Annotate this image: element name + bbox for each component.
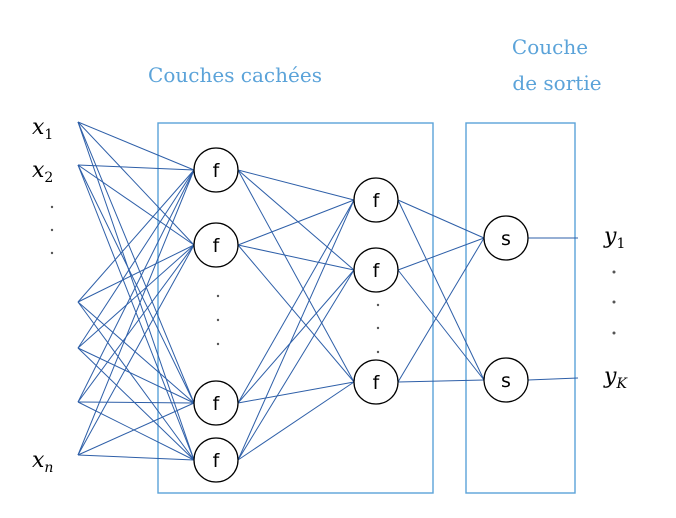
hidden-layers-box <box>157 122 434 494</box>
connection-edges <box>77 121 579 461</box>
output-node-2-label: s <box>501 370 511 392</box>
edge-hidden1-hidden2 <box>237 381 355 404</box>
edge-input-hidden1 <box>77 164 195 246</box>
hidden2-node-3-label: f <box>373 372 381 394</box>
hidden2-node-1-label: f <box>373 190 381 212</box>
edge-hidden2-output <box>397 237 485 271</box>
hidden1-node-2-circle <box>193 222 239 268</box>
output-node-1-circle <box>483 215 529 261</box>
edge-input-hidden1 <box>77 401 195 461</box>
edge-hidden1-hidden2 <box>237 269 355 461</box>
hidden-layers-title: Couches cachées <box>148 63 322 87</box>
edge-hidden1-hidden2 <box>237 169 355 271</box>
edge-hidden1-hidden2 <box>237 244 355 271</box>
output-node-1-label: s <box>501 228 511 250</box>
hidden1-node-2: f <box>193 222 239 268</box>
edge-input-hidden1 <box>77 169 195 349</box>
input-ellipsis-dot <box>50 228 54 232</box>
edge-hidden1-hidden2 <box>237 199 355 461</box>
edge-hidden1-hidden2 <box>237 169 355 383</box>
edge-input-hidden1 <box>77 401 195 404</box>
hidden1-node-4-label: f <box>213 450 221 472</box>
input-ellipsis-dot <box>50 251 54 255</box>
output-layer-title-line1: Couche <box>512 35 588 59</box>
hidden2-node-1: f <box>353 177 399 223</box>
output-ellipsis-dot <box>612 300 616 304</box>
edge-input-hidden1 <box>77 121 195 461</box>
edge-input-hidden1 <box>77 169 195 456</box>
output-layer-title-line2: de sortie <box>512 71 601 95</box>
hidden1-node-3-label: f <box>213 393 221 415</box>
edge-hidden2-output <box>397 269 485 381</box>
edge-input-hidden1 <box>77 121 195 171</box>
hidden1-node-1: f <box>193 147 239 193</box>
hidden1-ellipsis-dot <box>216 342 220 346</box>
edge-input-hidden1 <box>77 121 195 404</box>
hidden1-node-3: f <box>193 380 239 426</box>
edge-input-hidden1 <box>77 244 195 456</box>
hidden1-node-4: f <box>193 437 239 483</box>
hidden2-ellipsis-dot <box>376 350 380 354</box>
hidden1-node-2-label: f <box>213 235 221 257</box>
hidden1-ellipsis-dot <box>216 318 220 322</box>
output-layer-box <box>465 122 576 494</box>
hidden1-node-4-circle <box>193 437 239 483</box>
output-ellipsis-dot <box>612 270 616 274</box>
output-node-2-circle <box>483 357 529 403</box>
edge-input-hidden1 <box>77 169 195 403</box>
output-node-1: s <box>483 215 529 261</box>
edge-output-yK <box>527 377 579 381</box>
hidden2-ellipsis-dot <box>376 326 380 330</box>
edge-hidden2-output <box>397 237 485 383</box>
input-ellipsis-dot <box>50 205 54 209</box>
edge-hidden1-hidden2 <box>237 244 355 383</box>
hidden2-node-2-circle <box>353 247 399 293</box>
edge-input-hidden1 <box>77 164 195 404</box>
edge-hidden2-output <box>397 379 485 383</box>
input-xn: xn <box>32 448 53 476</box>
edge-input-hidden1 <box>77 244 195 349</box>
edge-hidden1-hidden2 <box>237 381 355 461</box>
edge-hidden1-hidden2 <box>237 199 355 404</box>
hidden2-node-2-label: f <box>373 260 381 282</box>
hidden1-node-1-label: f <box>213 160 221 182</box>
edge-hidden1-hidden2 <box>237 269 355 404</box>
hidden2-node-2: f <box>353 247 399 293</box>
edge-input-hidden1 <box>77 347 195 461</box>
input-x1: x1 <box>32 115 53 143</box>
edge-input-hidden1 <box>77 164 195 171</box>
hidden2-node-3: f <box>353 359 399 405</box>
edge-hidden1-hidden2 <box>237 169 355 201</box>
hidden2-node-3-circle <box>353 359 399 405</box>
hidden2-ellipsis-dot <box>376 303 380 307</box>
hidden1-ellipsis-dot <box>216 294 220 298</box>
output-yK: yK <box>603 364 628 392</box>
edge-hidden2-output <box>397 199 485 239</box>
hidden1-node-1-circle <box>193 147 239 193</box>
edge-input-hidden1 <box>77 244 195 403</box>
edge-hidden2-output <box>397 199 485 381</box>
edge-input-hidden1 <box>77 121 195 246</box>
edge-input-hidden1 <box>77 454 195 461</box>
hidden1-node-3-circle <box>193 380 239 426</box>
input-x2: x2 <box>32 158 53 186</box>
output-ellipsis-dot <box>612 331 616 335</box>
edge-input-hidden1 <box>77 244 195 303</box>
edge-input-hidden1 <box>77 169 195 303</box>
edge-input-hidden1 <box>77 301 195 461</box>
edge-input-hidden1 <box>77 301 195 404</box>
edge-input-hidden1 <box>77 402 195 456</box>
hidden2-node-1-circle <box>353 177 399 223</box>
output-node-2: s <box>483 357 529 403</box>
output-y1: y1 <box>603 224 625 252</box>
edge-hidden1-hidden2 <box>237 199 355 246</box>
edge-input-hidden1 <box>77 347 195 404</box>
